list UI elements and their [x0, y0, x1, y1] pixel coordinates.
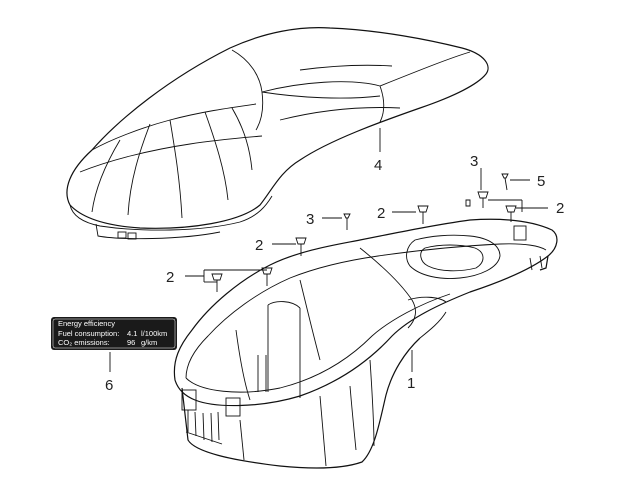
label-fuel-unit: l/100km — [141, 329, 167, 338]
callout-1: 1 — [407, 375, 415, 392]
seat-drawing — [66, 27, 489, 240]
callout-2-left: 2 — [166, 269, 174, 286]
callout-2-upper: 2 — [377, 205, 385, 222]
callout-2-center: 2 — [255, 237, 263, 254]
leader-lines — [109, 128, 548, 372]
callout-numbers: 1 2 2 2 2 3 3 4 5 6 — [105, 153, 564, 394]
label-co2-unit: g/km — [141, 338, 157, 347]
storage-box-drawing — [173, 218, 558, 469]
callout-3-center: 3 — [306, 211, 314, 228]
callout-3-top: 3 — [470, 153, 478, 170]
callout-2-right: 2 — [556, 200, 564, 217]
callout-5: 5 — [537, 173, 545, 190]
label-fuel-value: 4.1 — [127, 329, 137, 338]
label-fuel-name: Fuel consumption: — [58, 329, 119, 338]
screw-icon — [211, 173, 517, 292]
callout-6: 6 — [105, 377, 113, 394]
label-title: Energy efficiency — [58, 319, 115, 328]
label-co2-value: 96 — [127, 338, 135, 347]
label-co2-name: CO₂ emissions: — [58, 338, 110, 347]
callout-4: 4 — [374, 157, 382, 174]
energy-efficiency-label: Energy efficiency Fuel consumption: 4.1 … — [51, 317, 177, 350]
